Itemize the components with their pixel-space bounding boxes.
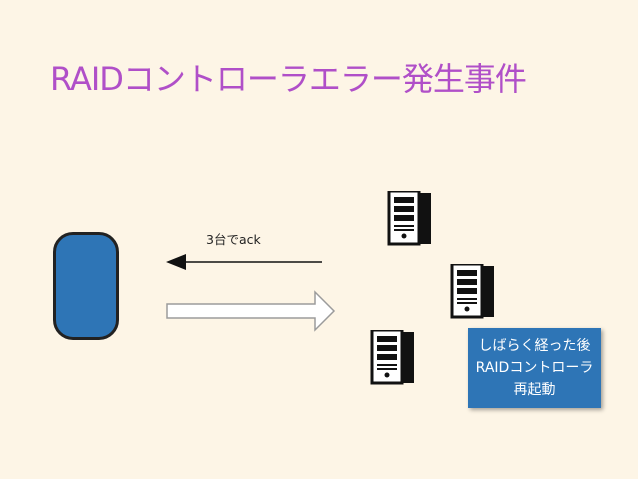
restart-note: しばらく経った後 RAIDコントローラ 再起動 bbox=[468, 328, 601, 408]
note-line-1: しばらく経った後 bbox=[478, 338, 591, 354]
note-line-3: 再起動 bbox=[513, 382, 556, 398]
server-icon bbox=[370, 330, 414, 385]
ack-arrow bbox=[166, 254, 322, 270]
note-line-2: RAIDコントローラ bbox=[475, 360, 594, 376]
client-node bbox=[53, 232, 119, 340]
ack-label: 3台でack bbox=[206, 232, 261, 247]
server-icon bbox=[450, 264, 494, 319]
write-arrow bbox=[166, 290, 336, 332]
slide-title: RAIDコントローラエラー発生事件 bbox=[50, 60, 527, 98]
server-icon bbox=[387, 191, 431, 246]
